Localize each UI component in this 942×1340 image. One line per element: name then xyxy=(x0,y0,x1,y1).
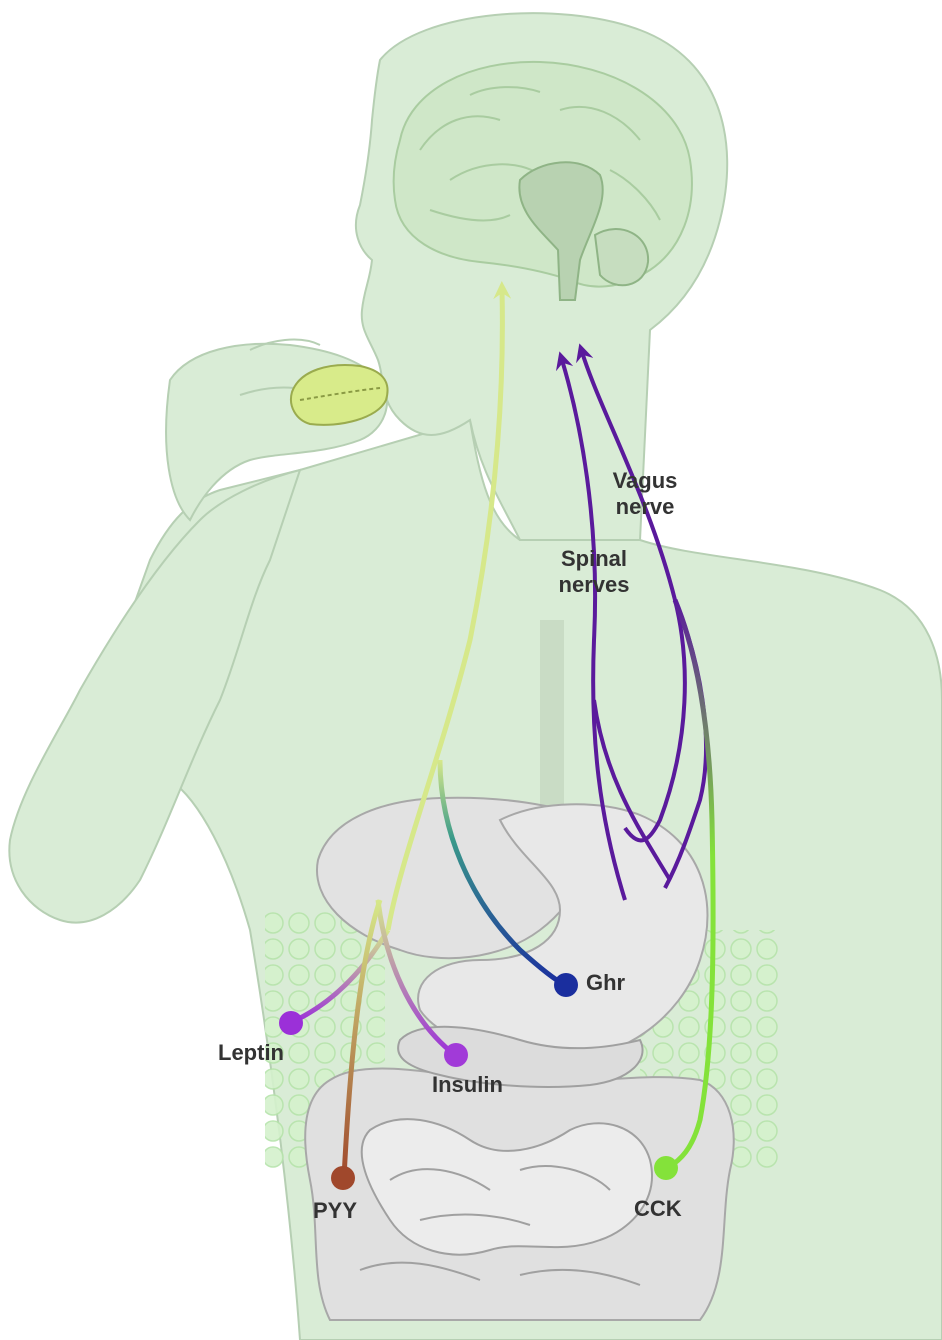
cck-label: CCK xyxy=(634,1196,682,1222)
spinal-nerves-label: Spinal nerves xyxy=(548,546,640,599)
vagus-label-line1: Vagus xyxy=(600,468,690,494)
spinal-label-line1: Spinal xyxy=(548,546,640,572)
cck-dot xyxy=(654,1156,678,1180)
leptin-dot xyxy=(279,1011,303,1035)
ghr-label: Ghr xyxy=(586,970,625,996)
leptin-label: Leptin xyxy=(218,1040,284,1066)
spinal-label-line2: nerves xyxy=(548,572,640,598)
ghr-dot xyxy=(554,973,578,997)
pyy-dot xyxy=(331,1166,355,1190)
insulin-label: Insulin xyxy=(432,1072,503,1098)
insulin-dot xyxy=(444,1043,468,1067)
esophagus xyxy=(540,620,564,820)
vagus-nerve-label: Vagus nerve xyxy=(600,468,690,521)
pyy-label: PYY xyxy=(313,1198,357,1224)
vagus-label-line2: nerve xyxy=(600,494,690,520)
